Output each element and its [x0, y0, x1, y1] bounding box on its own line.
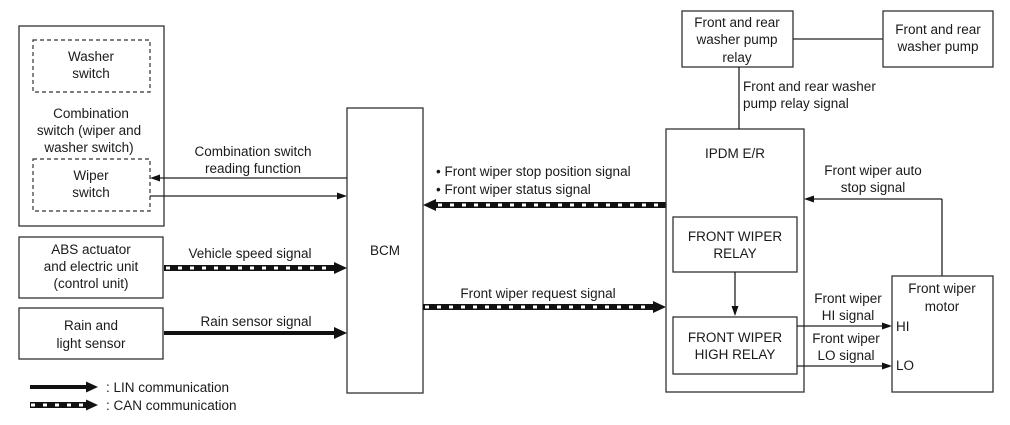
rain-sensor-signal: Rain sensor signal	[164, 314, 347, 339]
can-legend-label: : CAN communication	[106, 398, 237, 413]
arrowhead-icon	[731, 306, 739, 316]
svg-text:ABS actuator: ABS actuator	[51, 242, 131, 257]
arrowhead-icon	[86, 399, 98, 411]
ipdm-box: IPDM E/R FRONT WIPER RELAY FRONT WIPER H…	[665, 128, 805, 393]
svg-text:relay: relay	[722, 50, 752, 65]
auto-stop-signal: Front wiper auto stop signal	[804, 163, 943, 276]
combination-switch-box: Washer switch Combination switch (wiper …	[18, 25, 165, 227]
svg-text:Front wiper auto: Front wiper auto	[824, 163, 922, 178]
svg-text:Rain sensor signal: Rain sensor signal	[200, 314, 311, 329]
svg-text:pump relay signal: pump relay signal	[743, 96, 849, 111]
hi-terminal: HI	[896, 319, 910, 334]
front-wiper-high-relay-box	[672, 316, 798, 375]
svg-text:motor: motor	[925, 299, 960, 314]
front-wiper-relay-box	[672, 216, 798, 273]
arrowhead-icon	[882, 322, 892, 330]
hi-signal: Front wiper HI signal	[797, 291, 892, 330]
svg-text:Front wiper: Front wiper	[812, 331, 880, 346]
lo-terminal: LO	[896, 358, 914, 373]
washer-pump-box: Front and rear washer pump	[882, 10, 994, 68]
wiper-status-signals: • Front wiper stop position signal • Fro…	[423, 164, 666, 211]
washer-switch-box	[32, 39, 151, 93]
svg-text:BCM: BCM	[370, 243, 400, 258]
svg-text:Rain and: Rain and	[64, 318, 118, 333]
lin-legend-label: : LIN communication	[106, 380, 229, 395]
wiper-switch-label: Wiper	[73, 168, 109, 183]
svg-text:IPDM E/R: IPDM E/R	[705, 146, 765, 161]
svg-text:FRONT WIPER: FRONT WIPER	[688, 330, 783, 345]
svg-text:Front and rear: Front and rear	[694, 15, 780, 30]
svg-text:Front and rear: Front and rear	[895, 22, 981, 37]
arrowhead-icon	[337, 192, 347, 200]
arrowhead-icon	[334, 262, 347, 274]
svg-text:stop signal: stop signal	[841, 180, 906, 195]
svg-text:Vehicle speed signal: Vehicle speed signal	[188, 246, 311, 261]
svg-text:Front wiper: Front wiper	[908, 281, 976, 296]
wiper-motor-box: Front wiper motor HI LO	[891, 275, 994, 393]
arrowhead-icon	[804, 195, 814, 203]
svg-text:switch (wiper and: switch (wiper and	[37, 123, 141, 138]
arrowhead-icon	[882, 362, 892, 370]
svg-text:FRONT WIPER: FRONT WIPER	[688, 229, 783, 244]
washer-switch-label: Washer	[68, 49, 115, 64]
svg-text:washer pump: washer pump	[695, 32, 777, 47]
vehicle-speed-signal: Vehicle speed signal	[164, 246, 347, 274]
abs-unit-box: ABS actuator and electric unit (control …	[18, 236, 164, 299]
lo-signal: Front wiper LO signal	[797, 331, 892, 370]
arrowhead-icon	[150, 174, 160, 182]
svg-text:reading function: reading function	[205, 161, 301, 176]
arrowhead-icon	[334, 327, 347, 339]
legend: : LIN communication : CAN communication	[30, 380, 237, 413]
svg-text:Combination switch: Combination switch	[194, 144, 311, 159]
wiper-request-signal: Front wiper request signal	[423, 286, 666, 313]
svg-text:HIGH RELAY: HIGH RELAY	[695, 347, 776, 362]
svg-text:(control unit): (control unit)	[53, 276, 128, 291]
svg-text:switch: switch	[72, 185, 110, 200]
combination-reading-signal: Combination switch reading function	[150, 144, 347, 200]
arrowhead-icon	[86, 381, 98, 393]
pump-relay-signal: Front and rear washer pump relay signal	[738, 67, 876, 129]
arrowhead-icon	[423, 199, 436, 211]
svg-text:washer switch): washer switch)	[43, 140, 133, 155]
bcm-box: BCM	[346, 107, 424, 394]
svg-text:• Front wiper stop position si: • Front wiper stop position signal	[436, 164, 631, 179]
svg-text:HI signal: HI signal	[822, 308, 875, 323]
combination-switch-label: Combination	[53, 106, 129, 121]
rain-sensor-box: Rain and light sensor	[18, 307, 164, 360]
svg-text:Front wiper: Front wiper	[814, 291, 882, 306]
svg-text:Front and rear washer: Front and rear washer	[743, 79, 876, 94]
svg-text:Front wiper request signal: Front wiper request signal	[460, 286, 615, 301]
arrowhead-icon	[653, 301, 666, 313]
svg-text:light sensor: light sensor	[56, 336, 126, 351]
svg-text:washer pump: washer pump	[896, 39, 978, 54]
svg-text:RELAY: RELAY	[713, 246, 756, 261]
washer-pump-relay-box: Front and rear washer pump relay	[681, 10, 794, 68]
wiper-switch-box	[32, 158, 151, 212]
svg-text:• Front wiper status signal: • Front wiper status signal	[436, 182, 591, 197]
svg-text:and electric unit: and electric unit	[44, 259, 139, 274]
svg-text:LO signal: LO signal	[817, 348, 874, 363]
svg-text:switch: switch	[72, 66, 110, 81]
